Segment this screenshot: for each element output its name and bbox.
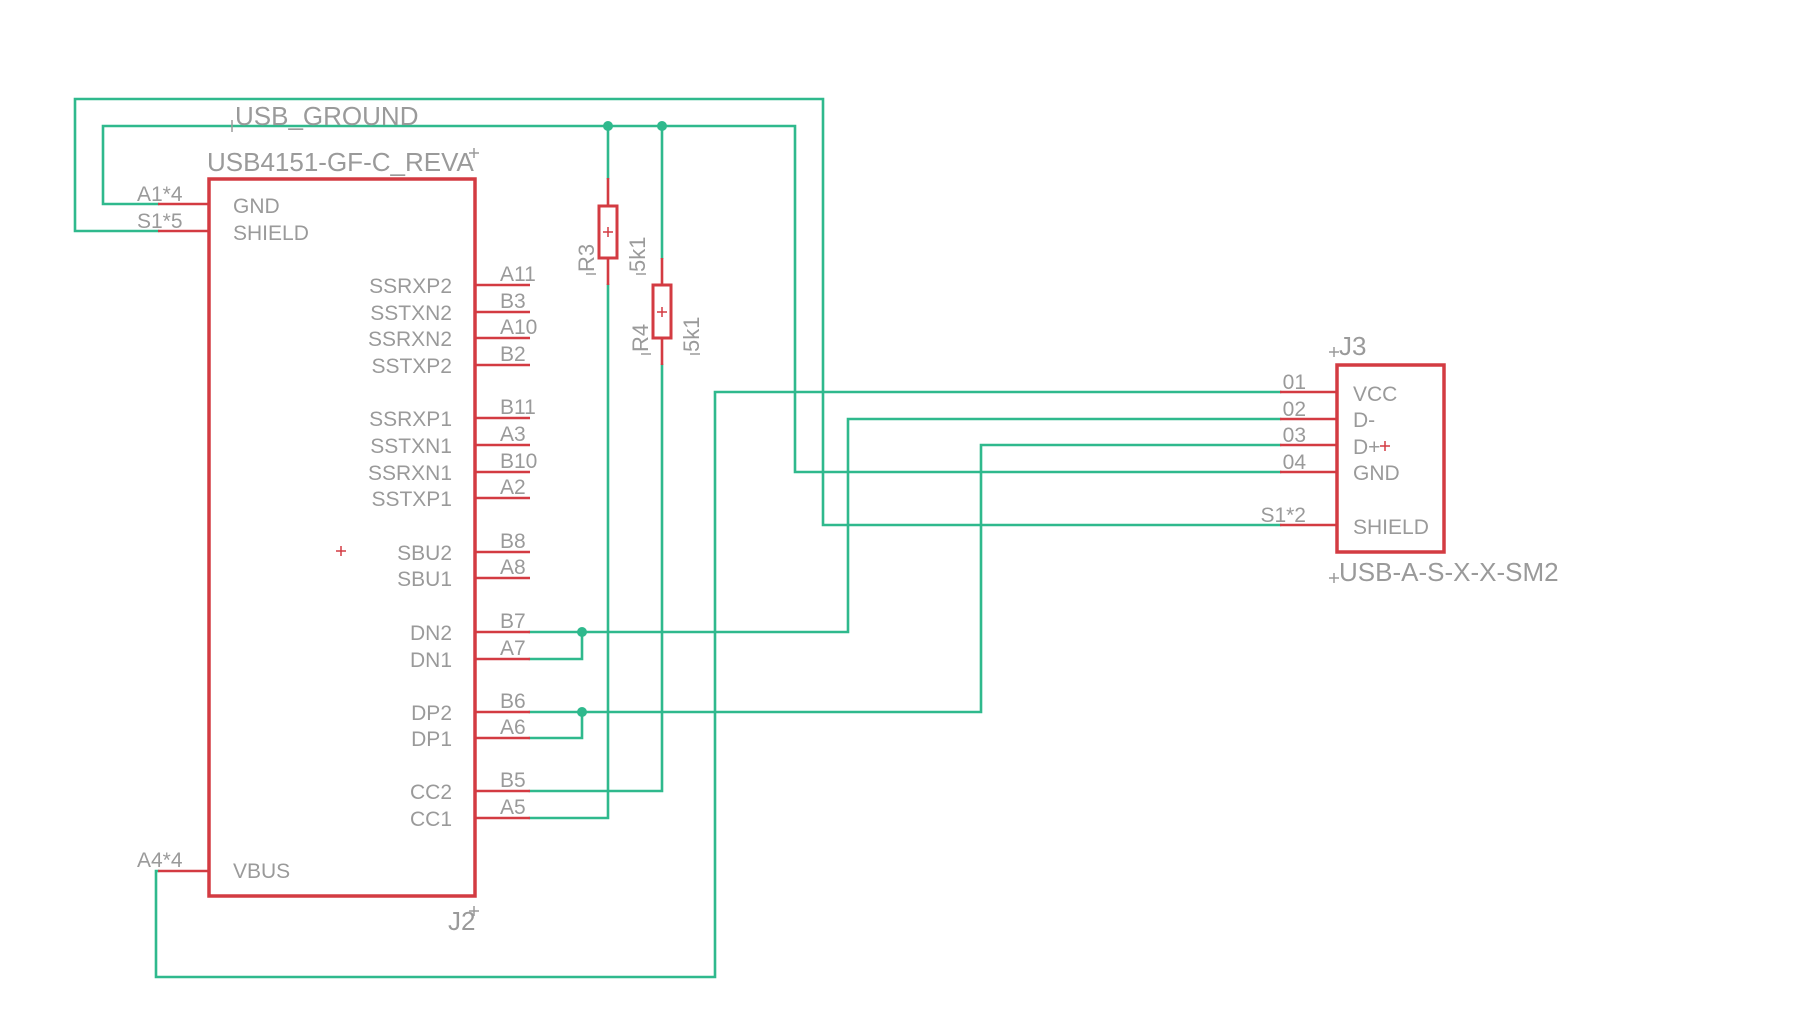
j2-pin-ssrxp1-pad: B11 bbox=[500, 396, 536, 419]
j2-pin-dp2-name: DP2 bbox=[411, 702, 452, 725]
j2-pin-sstxn1-pad: A3 bbox=[500, 423, 526, 446]
j2-pin-dn2-pad: B7 bbox=[500, 610, 526, 633]
j3-pin-gnd-name: GND bbox=[1353, 462, 1400, 485]
j3-pin-gnd-pad: 04 bbox=[1283, 451, 1307, 474]
r4-body bbox=[651, 283, 673, 340]
j2-pin-ssrxn2-name: SSRXN2 bbox=[368, 328, 452, 351]
wire-dp-to-dplus[interactable] bbox=[528, 443, 1282, 714]
component-r3[interactable]: R3 5k1 bbox=[574, 178, 650, 285]
j3-name-label: J3 bbox=[1339, 331, 1366, 361]
r4-value-label: 5k1 bbox=[679, 317, 704, 352]
j2-pin-sbu1-name: SBU1 bbox=[397, 568, 452, 591]
j2-pin-ssrxp2-pad: A11 bbox=[500, 263, 536, 286]
j2-pin-sbu2-pad: B8 bbox=[500, 530, 526, 553]
j2-pin-dn1-pad: A7 bbox=[500, 637, 526, 660]
j2-pin-shield-name: SHIELD bbox=[233, 222, 309, 245]
r4-name-label: R4 bbox=[628, 324, 653, 352]
j2-pin-ssrxn2-pad: A10 bbox=[500, 316, 537, 339]
j2-pin-ssrxn1-pad: B10 bbox=[500, 450, 537, 473]
wire-usb-ground-net[interactable] bbox=[101, 124, 1282, 474]
j2-pin-dp2-pad: B6 bbox=[500, 690, 526, 713]
component-j3[interactable]: J3 USB-A-S-X-X-SM2 01 02 03 04 S1*2 VCC … bbox=[1260, 331, 1558, 587]
j2-pin-vbus-name: VBUS bbox=[233, 860, 290, 883]
j2-pin-sbu1-pad: A8 bbox=[500, 556, 526, 579]
j3-pin-shield-name: SHIELD bbox=[1353, 516, 1429, 539]
j2-pin-sstxp1-name: SSTXP1 bbox=[371, 488, 452, 511]
j3-pin-vcc-pad: 01 bbox=[1283, 371, 1306, 394]
junction-r3-ground bbox=[603, 121, 613, 131]
j2-pin-dp1-name: DP1 bbox=[411, 728, 452, 751]
junction-dn bbox=[577, 627, 587, 637]
r3-value-label: 5k1 bbox=[625, 237, 650, 272]
r3-name-label: R3 bbox=[574, 244, 599, 272]
j2-value-label: USB4151-GF-C_REVA bbox=[207, 147, 474, 177]
j2-pin-sstxp2-name: SSTXP2 bbox=[371, 355, 452, 378]
wire-cc1-r3[interactable] bbox=[528, 283, 610, 820]
j2-pin-sstxn2-name: SSTXN2 bbox=[370, 302, 452, 325]
j2-pin-cc2-name: CC2 bbox=[410, 781, 452, 804]
j3-pin-pads: 01 02 03 04 S1*2 bbox=[1260, 371, 1306, 527]
junction-r4-ground bbox=[657, 121, 667, 131]
j2-pin-ssrxp1-name: SSRXP1 bbox=[369, 408, 452, 431]
j2-pin-sstxn1-name: SSTXN1 bbox=[370, 435, 452, 458]
j3-pin-shield-pad: S1*2 bbox=[1260, 504, 1306, 527]
wire-dn-to-dminus[interactable] bbox=[528, 417, 1282, 634]
j3-pin-dminus-pad: 02 bbox=[1283, 398, 1306, 421]
j2-pin-dn1-name: DN1 bbox=[410, 649, 452, 672]
j2-pin-gnd-name: GND bbox=[233, 195, 280, 218]
junctions bbox=[577, 121, 667, 717]
j2-pin-sstxn2-pad: B3 bbox=[500, 290, 526, 313]
component-r4[interactable]: R4 5k1 bbox=[628, 258, 704, 365]
wires bbox=[73, 97, 1282, 979]
j3-pin-vcc-name: VCC bbox=[1353, 383, 1397, 406]
wire-shield-net[interactable] bbox=[73, 97, 1282, 527]
j3-pin-dminus-name: D- bbox=[1353, 409, 1375, 432]
wire-vbus-to-vcc[interactable] bbox=[154, 390, 1282, 979]
wire-cc2-r4[interactable] bbox=[528, 363, 664, 793]
j2-pin-cc1-name: CC1 bbox=[410, 808, 452, 831]
j2-pin-cc1-pad: A5 bbox=[500, 796, 526, 819]
r3-body bbox=[597, 204, 619, 260]
j2-pin-ssrxn1-name: SSRXN1 bbox=[368, 462, 452, 485]
wire-dp1-tie[interactable] bbox=[528, 710, 584, 740]
j2-pin-ssrxp2-name: SSRXP2 bbox=[369, 275, 452, 298]
j3-body bbox=[1335, 363, 1446, 554]
j2-pin-dp1-pad: A6 bbox=[500, 716, 526, 739]
j2-right-pin-names: SSRXP2 SSTXN2 SSRXN2 SSTXP2 SSRXP1 SSTXN… bbox=[368, 275, 452, 831]
junction-dp bbox=[577, 707, 587, 717]
j2-pin-sstxp1-pad: A2 bbox=[500, 476, 526, 499]
j3-pin-dplus-name: D+ bbox=[1353, 436, 1380, 459]
j3-pin-dplus-pad: 03 bbox=[1283, 424, 1306, 447]
j2-pin-dn2-name: DN2 bbox=[410, 622, 452, 645]
component-j2[interactable]: USB4151-GF-C_REVA J2 A1*4 S1*5 A4*4 GND … bbox=[137, 147, 537, 936]
j2-pin-sstxp2-pad: B2 bbox=[500, 343, 526, 366]
j2-body bbox=[207, 177, 477, 898]
wire-dn1-tie[interactable] bbox=[528, 630, 584, 661]
j2-pin-vbus-pad: A4*4 bbox=[137, 849, 183, 872]
j2-pin-sbu2-name: SBU2 bbox=[397, 542, 452, 565]
j3-value-label: USB-A-S-X-X-SM2 bbox=[1339, 557, 1559, 587]
j2-pin-cc2-pad: B5 bbox=[500, 769, 526, 792]
j2-pin-gnd-pad: A1*4 bbox=[137, 183, 183, 206]
net-label-usb-ground[interactable]: USB_GROUND bbox=[231, 101, 418, 132]
j2-right-pin-pads: A11 B3 A10 B2 B11 A3 B10 A2 B8 A8 B7 A7 … bbox=[500, 263, 537, 819]
j2-pin-shield-pad: S1*5 bbox=[137, 210, 183, 233]
j2-right-pin-lines bbox=[475, 283, 530, 820]
net-label-text: USB_GROUND bbox=[235, 101, 418, 131]
